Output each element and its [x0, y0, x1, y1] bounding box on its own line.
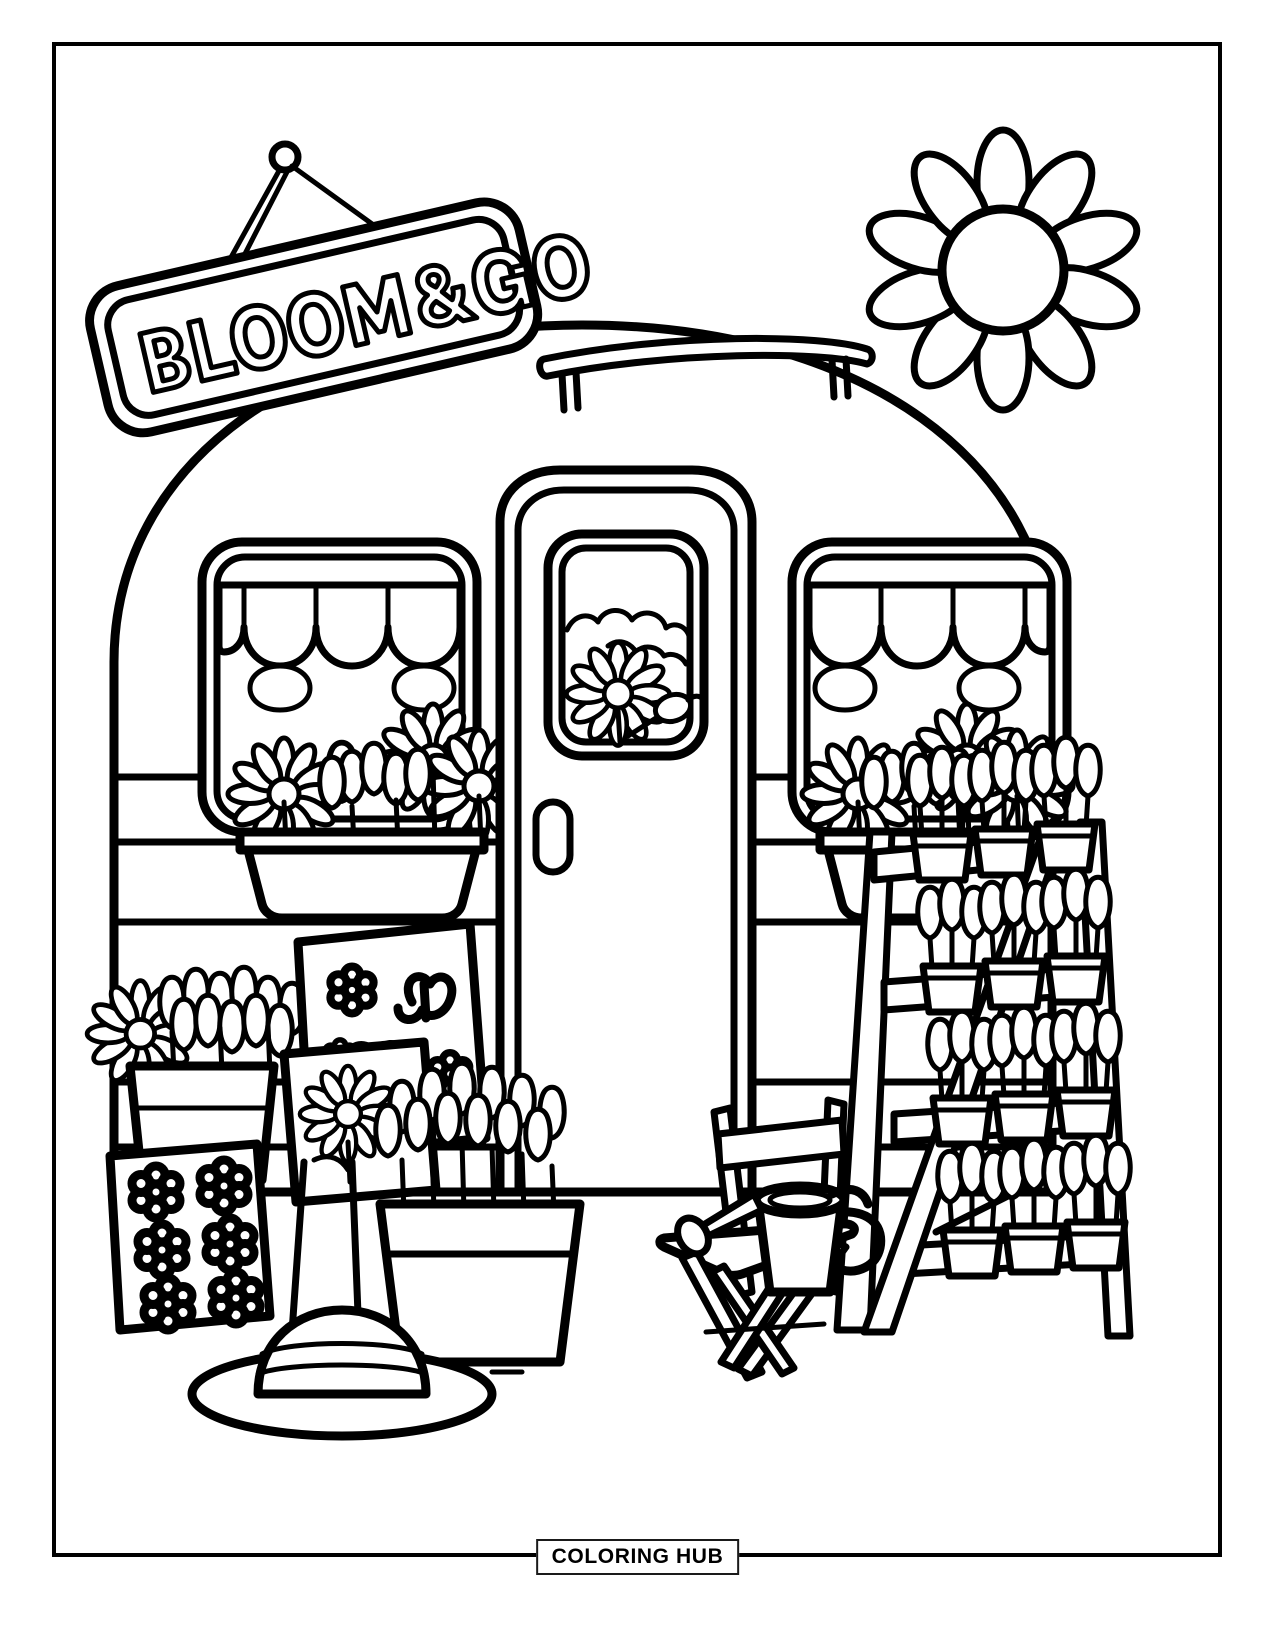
left-window-awning [215, 581, 464, 713]
seed-sign-flowers [105, 1139, 275, 1335]
door-window [543, 529, 709, 761]
ladder-plant-shelf [833, 737, 1130, 1340]
sign-hook-knob [268, 140, 302, 174]
right-window-flowers [802, 704, 1073, 850]
shop-sign [85, 140, 590, 438]
watering-can [674, 1181, 886, 1297]
brand-label: COLORING HUB [551, 1545, 724, 1568]
left-window [197, 537, 535, 923]
right-window-awning [805, 581, 1054, 713]
sun-daisy-icon [865, 126, 1141, 414]
sign-text: BLOOM & GO [0, 0, 1, 1]
sign-letters [137, 233, 590, 395]
straw-hat [187, 1305, 497, 1441]
footer-brand-badge: COLORING HUB [535, 1539, 740, 1575]
poster-stand [288, 1158, 362, 1336]
left-window-flowers [228, 704, 535, 850]
butterfly-icon [393, 972, 457, 1024]
caravan-door[interactable] [495, 465, 757, 1197]
page-title: Bloom & Go Flower Caravan Coloring Page [0, 0, 1, 1]
large-pot-flowers [376, 1063, 564, 1215]
caravan-roof-rail [536, 334, 876, 414]
coloring-artwork: .ln { fill:none; stroke:#000; stroke-wid… [52, 126, 1141, 1441]
large-flower-pot [376, 1063, 585, 1367]
door-handle [532, 798, 574, 876]
left-window-planter [235, 827, 489, 923]
